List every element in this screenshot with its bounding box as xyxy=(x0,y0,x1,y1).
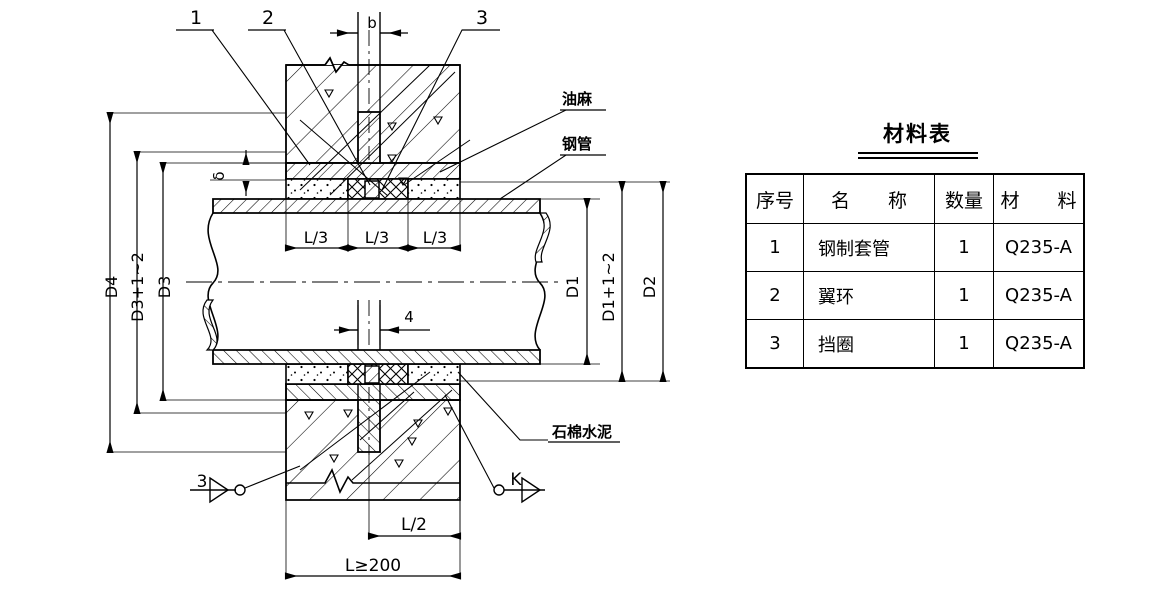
concrete-markers xyxy=(304,89,453,469)
cell-qty: 1 xyxy=(934,223,994,272)
dim-label-l3-b: L/3 xyxy=(365,228,389,247)
material-table-title: 材料表 xyxy=(745,118,1090,159)
dim-label-d2: D2 xyxy=(640,276,659,299)
dim-label-delta: δ xyxy=(210,171,228,180)
dim-label-l3-a: L/3 xyxy=(304,228,328,247)
packing-upper xyxy=(285,178,461,200)
dim-label-l3-c: L/3 xyxy=(423,228,447,247)
dim-label-d1plus: D1+1~2 xyxy=(599,252,618,322)
dim-left-group xyxy=(106,111,167,454)
annotation-steel-pipe: 钢管 xyxy=(562,135,592,153)
cell-material: Q235-A xyxy=(993,271,1085,320)
material-table: 序号 名 称 数量 材 料 1 钢制套管 1 Q235-A 2 翼环 1 Q23… xyxy=(745,173,1085,369)
annotation-oil-hemp: 油麻 xyxy=(562,90,593,108)
dim-4 xyxy=(334,305,430,345)
packing-lower xyxy=(285,363,461,385)
cell-qty: 1 xyxy=(934,319,994,369)
th-qty: 数量 xyxy=(934,173,994,224)
th-no: 序号 xyxy=(745,173,804,224)
weld-label-3: 3 xyxy=(197,472,208,492)
callout-1: 1 xyxy=(190,7,202,29)
cell-material: Q235-A xyxy=(993,223,1085,272)
weld-symbol-left xyxy=(190,465,301,504)
cell-name: 挡圈 xyxy=(803,319,935,369)
title-underline-double xyxy=(857,152,978,159)
weld-symbol-right xyxy=(444,394,545,504)
dim-delta xyxy=(210,150,286,196)
annotation-leaders xyxy=(439,109,606,441)
table-header-row: 序号 名 称 数量 材 料 xyxy=(745,173,1085,224)
dim-label-d4: D4 xyxy=(102,276,121,299)
cell-name: 翼环 xyxy=(803,271,935,320)
table-row: 1 钢制套管 1 Q235-A xyxy=(745,223,1085,272)
dim-label-d3: D3 xyxy=(155,276,174,299)
cell-no: 2 xyxy=(745,271,804,320)
th-name: 名 称 xyxy=(803,173,935,224)
cell-qty: 1 xyxy=(934,271,994,320)
cell-no: 1 xyxy=(745,223,804,272)
cell-name: 钢制套管 xyxy=(803,223,935,272)
cell-material: Q235-A xyxy=(993,319,1085,369)
steel-sleeve-upper xyxy=(285,162,461,180)
detail-leaders xyxy=(299,64,471,481)
weld-label-k: K xyxy=(510,470,522,490)
callout-3: 3 xyxy=(476,7,488,29)
dim-label-b: b xyxy=(367,14,377,32)
material-table-block: 材料表 序号 名 称 数量 材 料 1 钢制套管 1 Q235-A 2 翼环 1… xyxy=(745,118,1090,369)
annotation-asbestos-cement: 石棉水泥 xyxy=(551,423,612,441)
steel-pipe xyxy=(186,198,560,365)
dim-label-d3plus: D3+1~2 xyxy=(128,252,147,322)
callout-2: 2 xyxy=(262,7,274,29)
cell-no: 3 xyxy=(745,319,804,369)
dim-label-lmin: L≥200 xyxy=(345,556,401,576)
dim-label-l2: L/2 xyxy=(401,515,427,535)
wing-ring-upper xyxy=(357,12,381,164)
label-underlines xyxy=(176,29,620,443)
dim-bottom-group xyxy=(284,532,462,580)
dim-label-4: 4 xyxy=(404,308,414,326)
table-row: 2 翼环 1 Q235-A xyxy=(745,271,1085,320)
dim-right-group xyxy=(583,180,667,383)
th-material: 材 料 xyxy=(993,173,1085,224)
dim-label-d1: D1 xyxy=(563,276,582,299)
steel-sleeve-lower xyxy=(285,383,461,401)
material-table-title-text: 材料表 xyxy=(883,122,952,146)
table-row: 3 挡圈 1 Q235-A xyxy=(745,319,1085,369)
